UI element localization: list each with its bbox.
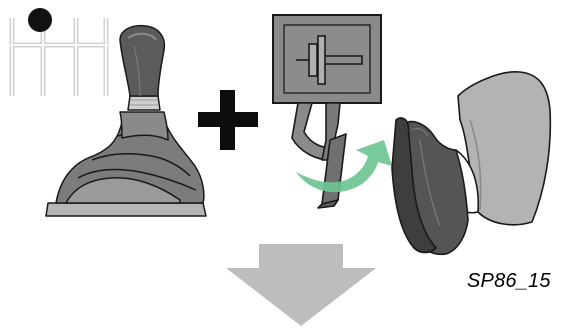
clutch-pedal-icon bbox=[291, 102, 347, 209]
foot-icon bbox=[391, 71, 552, 256]
gear-position-dot bbox=[28, 8, 52, 32]
figure-reference-code: SP86_15 bbox=[467, 270, 551, 292]
shift-pattern-inner bbox=[10, 18, 108, 96]
gear-lever-icon bbox=[45, 24, 207, 217]
plus-icon bbox=[198, 90, 258, 150]
rotation-arrow-icon bbox=[296, 140, 392, 193]
gear-shift-pattern-icon bbox=[9, 18, 109, 96]
down-arrow-icon bbox=[226, 244, 376, 326]
clutch-switch-icon bbox=[272, 14, 382, 104]
